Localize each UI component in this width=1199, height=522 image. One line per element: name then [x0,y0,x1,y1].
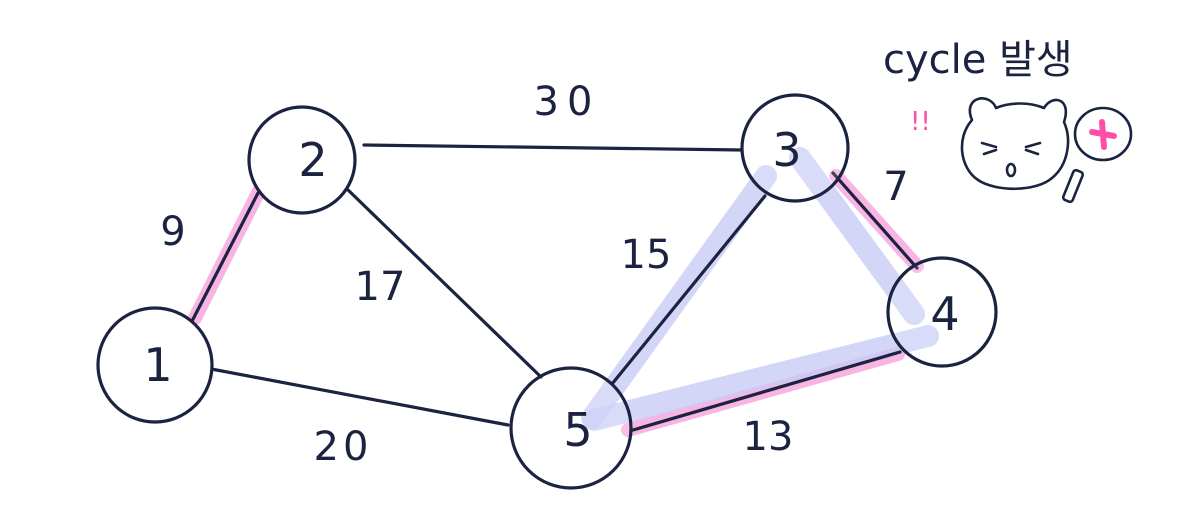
weight-1-2: 9 [160,209,185,255]
edge-1-2 [187,191,260,329]
weight-3-4: 7 [883,164,908,210]
weight-2-5: 17 [355,264,406,310]
exclaim-mark: !! [910,107,931,137]
edge-3-5 [610,194,767,386]
node-3-label: 3 [772,123,801,177]
shocked-bear-icon [960,97,1070,191]
edge-4-5 [631,350,902,432]
node-4-label: 4 [930,287,959,341]
node-5-label: 5 [563,403,592,457]
node-2-label: 2 [298,133,327,187]
cycle-annotation: cycle 발생 !! [883,37,1133,204]
x-sign-icon [1061,106,1133,204]
node-4: 4 [886,256,998,368]
nodes: 1 2 3 4 5 [96,93,998,490]
edge-3-4 [831,171,919,270]
weight-1-5: 20 [314,424,373,470]
edges [187,143,919,432]
node-2: 2 [247,105,357,215]
node-1: 1 [96,306,214,424]
edge-weights: 9 30 17 20 15 7 13 [160,79,908,470]
edge-2-3 [362,143,744,152]
weight-2-3: 30 [534,79,601,125]
cycle-note-text: cycle 발생 [883,37,1073,83]
edge-1-5 [204,366,510,427]
weight-3-5: 15 [621,232,672,278]
node-1-label: 1 [143,338,172,392]
node-3: 3 [740,93,850,203]
edge-2-5 [344,186,543,379]
weight-4-5: 13 [743,414,794,460]
node-5: 5 [509,366,633,490]
